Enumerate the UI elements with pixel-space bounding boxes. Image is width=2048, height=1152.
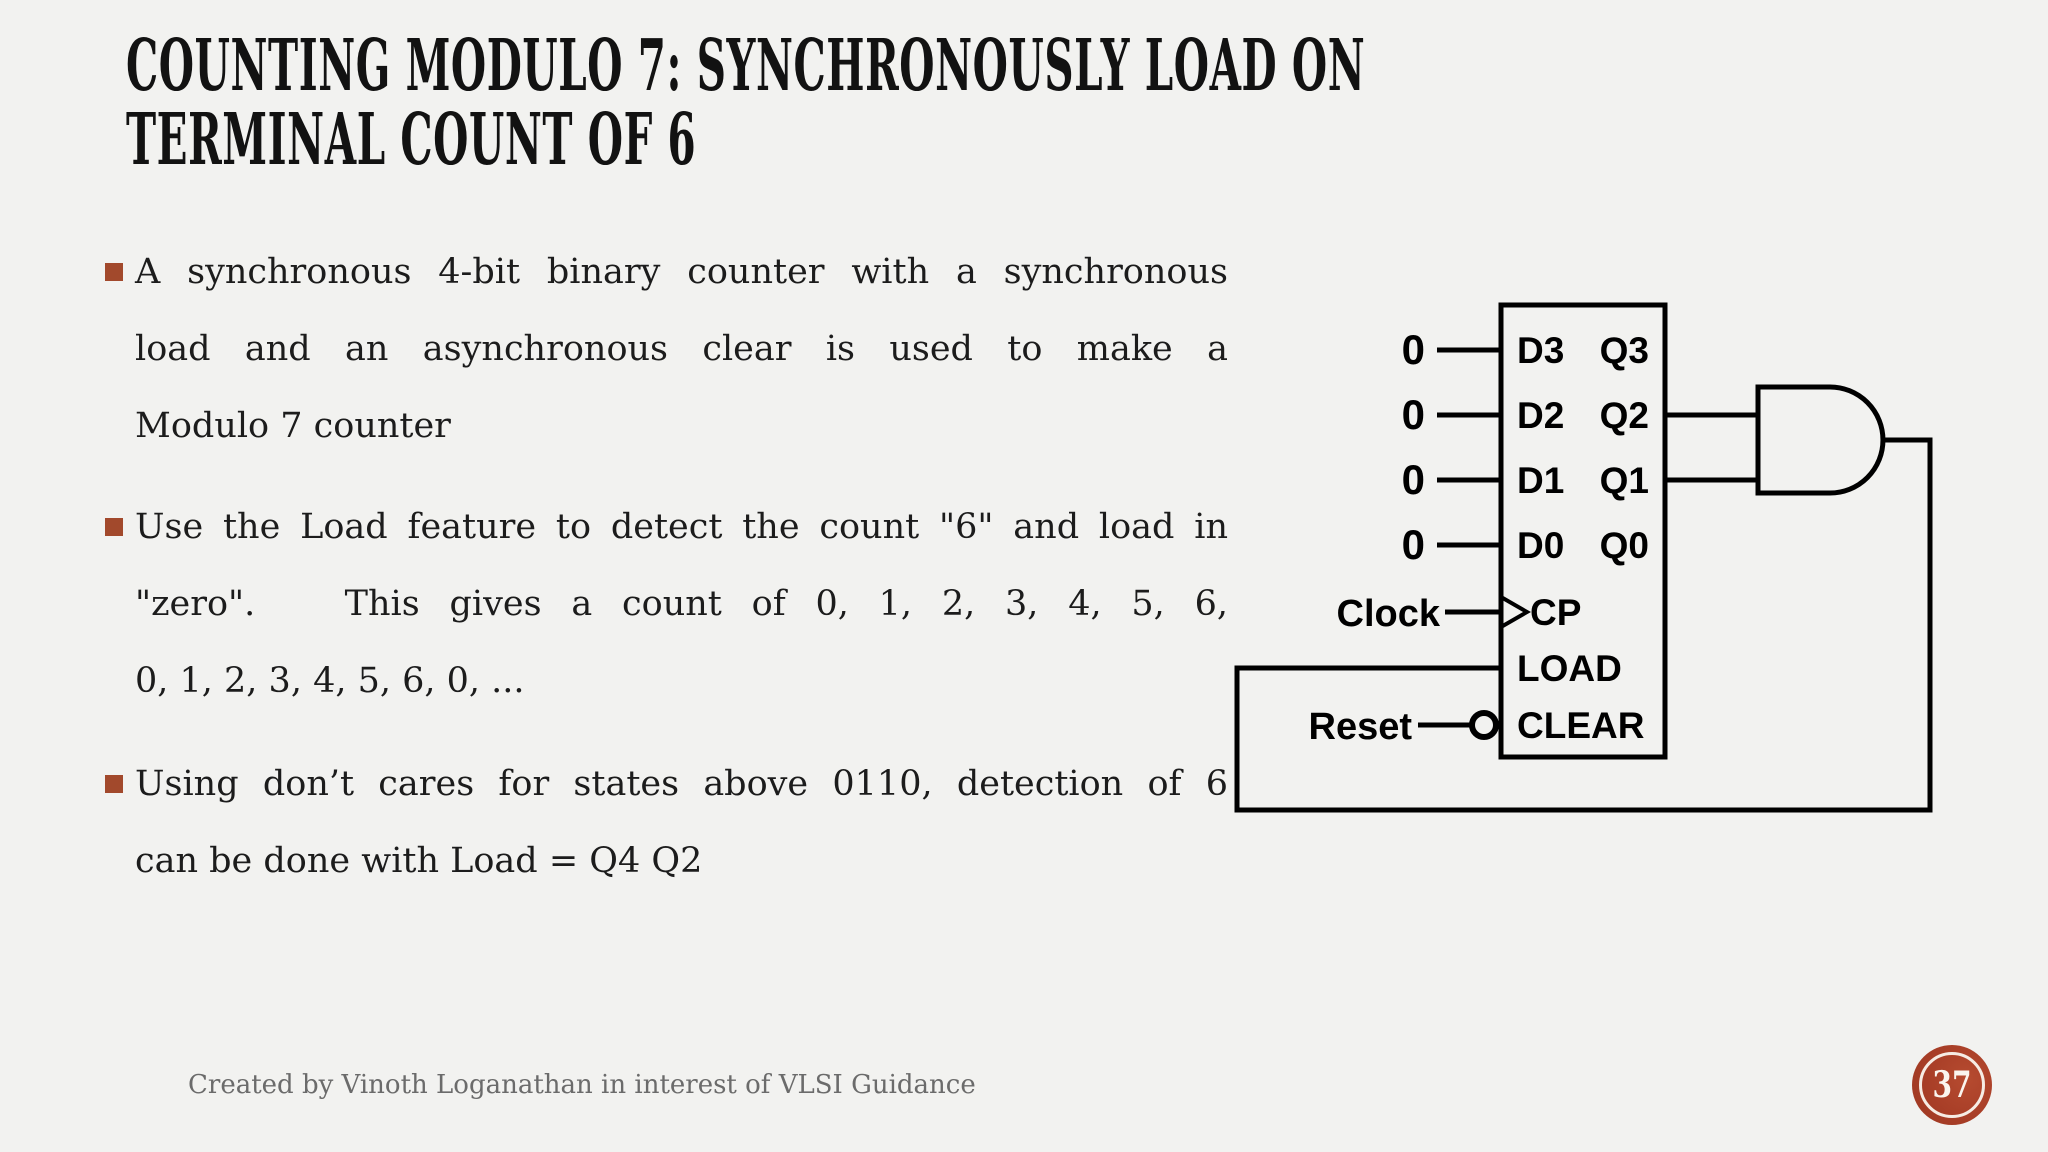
bullet-marker [105,775,123,793]
bullet-item: Use the Load feature to detect the count… [105,489,1228,720]
input-value-d3: 0 [1402,326,1425,373]
wire-load-feedback [1234,437,1933,813]
pin-q3: Q3 [1600,330,1649,371]
bullet-line: load and an asynchronous clear is used t… [135,329,1228,369]
page-number-badge: 37 [1912,1045,1992,1125]
clock-edge-triangle-icon [1500,595,1532,629]
reset-label: Reset [1309,706,1413,748]
bullet-line: Modulo 7 counter [135,406,451,446]
counter-box [1498,302,1668,760]
bullet-line: Use the Load feature to detect the count… [135,507,1228,547]
pin-d2: D2 [1517,395,1564,436]
pin-cp: CP [1530,592,1581,633]
bullet-item: Using don’t cares for states above 0110,… [105,746,1228,900]
bullet-item: A synchronous 4-bit binary counter with … [105,234,1228,465]
pin-q1: Q1 [1600,460,1649,501]
bullet-line: 0, 1, 2, 3, 4, 5, 6, 0, ... [135,661,525,701]
pin-d1: D1 [1517,460,1564,501]
input-value-d0: 0 [1402,521,1425,568]
clock-label: Clock [1337,593,1441,635]
title-line-2: TERMINAL COUNT OF 6 [126,97,697,181]
bullet-line: "zero". This gives a count of 0, 1, 2, 3… [135,584,1228,624]
pin-d3: D3 [1517,330,1564,371]
input-value-d1: 0 [1402,456,1425,503]
page-number: 37 [1932,1064,1972,1106]
bullet-marker [105,518,123,536]
bullet-line: can be done with Load = Q4 Q2 [135,841,703,881]
clear-inversion-bubble-icon [1469,710,1499,740]
bullet-marker [105,263,123,281]
bullet-line: A synchronous 4-bit binary counter with … [135,252,1228,292]
footer-credit: Created by Vinoth Loganathan in interest… [188,1070,976,1100]
and-gate-icon [1755,384,1886,496]
page-title: COUNTING MODULO 7: SYNCHRONOUSLY LOAD ON… [126,28,1365,176]
title-line-1: COUNTING MODULO 7: SYNCHRONOUSLY LOAD ON [126,23,1366,107]
pin-d0: D0 [1517,525,1564,566]
pin-clear: CLEAR [1517,705,1644,746]
pin-q0: Q0 [1600,525,1649,566]
input-value-d2: 0 [1402,391,1425,438]
bullet-line: Using don’t cares for states above 0110,… [135,764,1228,804]
pin-q2: Q2 [1600,395,1649,436]
pin-load: LOAD [1517,648,1622,689]
